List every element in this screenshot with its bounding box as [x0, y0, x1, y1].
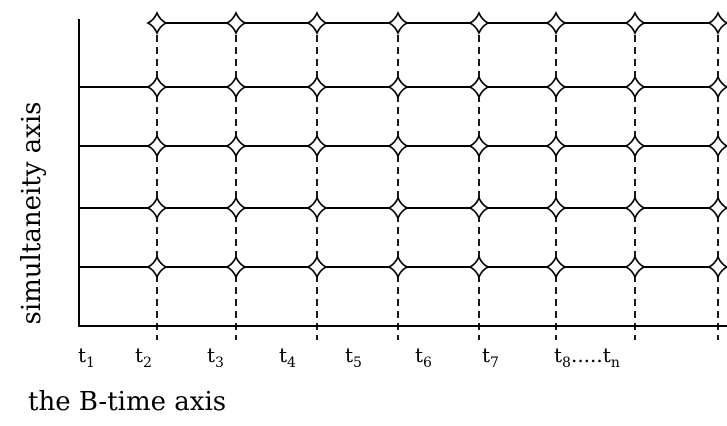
event-star-r1-c5: [468, 10, 490, 36]
tick-label-t1: t1: [78, 343, 95, 371]
event-star-r4-c6: [545, 195, 567, 221]
x-axis-label: the B-time axis: [28, 387, 226, 417]
event-star-r1-c2: [225, 10, 247, 36]
tick-label-t2: t2: [135, 343, 152, 371]
event-star-r5-c7: [624, 254, 646, 280]
event-star-r2-c8: [707, 74, 727, 100]
event-star-r2-c1: [146, 74, 168, 100]
event-star-r5-c5: [468, 254, 490, 280]
tick-label-t5: t5: [345, 343, 362, 371]
event-star-r2-c3: [306, 74, 328, 100]
event-star-r5-c8: [707, 254, 727, 280]
tick-label-t8-tn: t8.....tn: [554, 343, 620, 371]
event-star-r5-c3: [306, 254, 328, 280]
tick-label-t3: t3: [207, 343, 224, 371]
event-star-r3-c7: [624, 133, 646, 159]
event-star-r2-c2: [225, 74, 247, 100]
event-star-r4-c5: [468, 195, 490, 221]
event-star-r3-c1: [146, 133, 168, 159]
event-star-r3-c8: [707, 133, 727, 159]
event-star-r5-c2: [225, 254, 247, 280]
event-star-r5-c1: [146, 254, 168, 280]
time-lines: [156, 23, 719, 340]
tick-label-t7: t7: [482, 343, 499, 371]
y-axis-label: simultaneity axis: [17, 102, 47, 325]
event-star-r1-c1: [146, 10, 168, 36]
event-star-r3-c4: [387, 133, 409, 159]
event-star-r1-c8: [707, 10, 727, 36]
event-star-r3-c2: [225, 133, 247, 159]
tick-label-t6: t6: [415, 343, 432, 371]
event-star-r1-c6: [545, 10, 567, 36]
event-star-r2-c6: [545, 74, 567, 100]
event-star-r4-c1: [146, 195, 168, 221]
event-star-r2-c7: [624, 74, 646, 100]
event-star-r2-c5: [468, 74, 490, 100]
event-star-r5-c6: [545, 254, 567, 280]
event-star-r2-c4: [387, 74, 409, 100]
event-star-r1-c4: [387, 10, 409, 36]
event-star-r4-c2: [225, 195, 247, 221]
event-star-r1-c3: [306, 10, 328, 36]
event-star-r4-c4: [387, 195, 409, 221]
event-star-r5-c4: [387, 254, 409, 280]
event-star-r4-c8: [707, 195, 727, 221]
event-star-r3-c6: [545, 133, 567, 159]
event-star-r4-c7: [624, 195, 646, 221]
time-tick-labels: t1 t2 t3 t4 t5 t6 t7 t8.....tn: [78, 343, 620, 371]
event-markers: [146, 10, 727, 280]
tick-label-t4: t4: [279, 343, 296, 371]
event-star-r1-c7: [624, 10, 646, 36]
event-star-r3-c5: [468, 133, 490, 159]
event-star-r3-c3: [306, 133, 328, 159]
event-star-r4-c3: [306, 195, 328, 221]
